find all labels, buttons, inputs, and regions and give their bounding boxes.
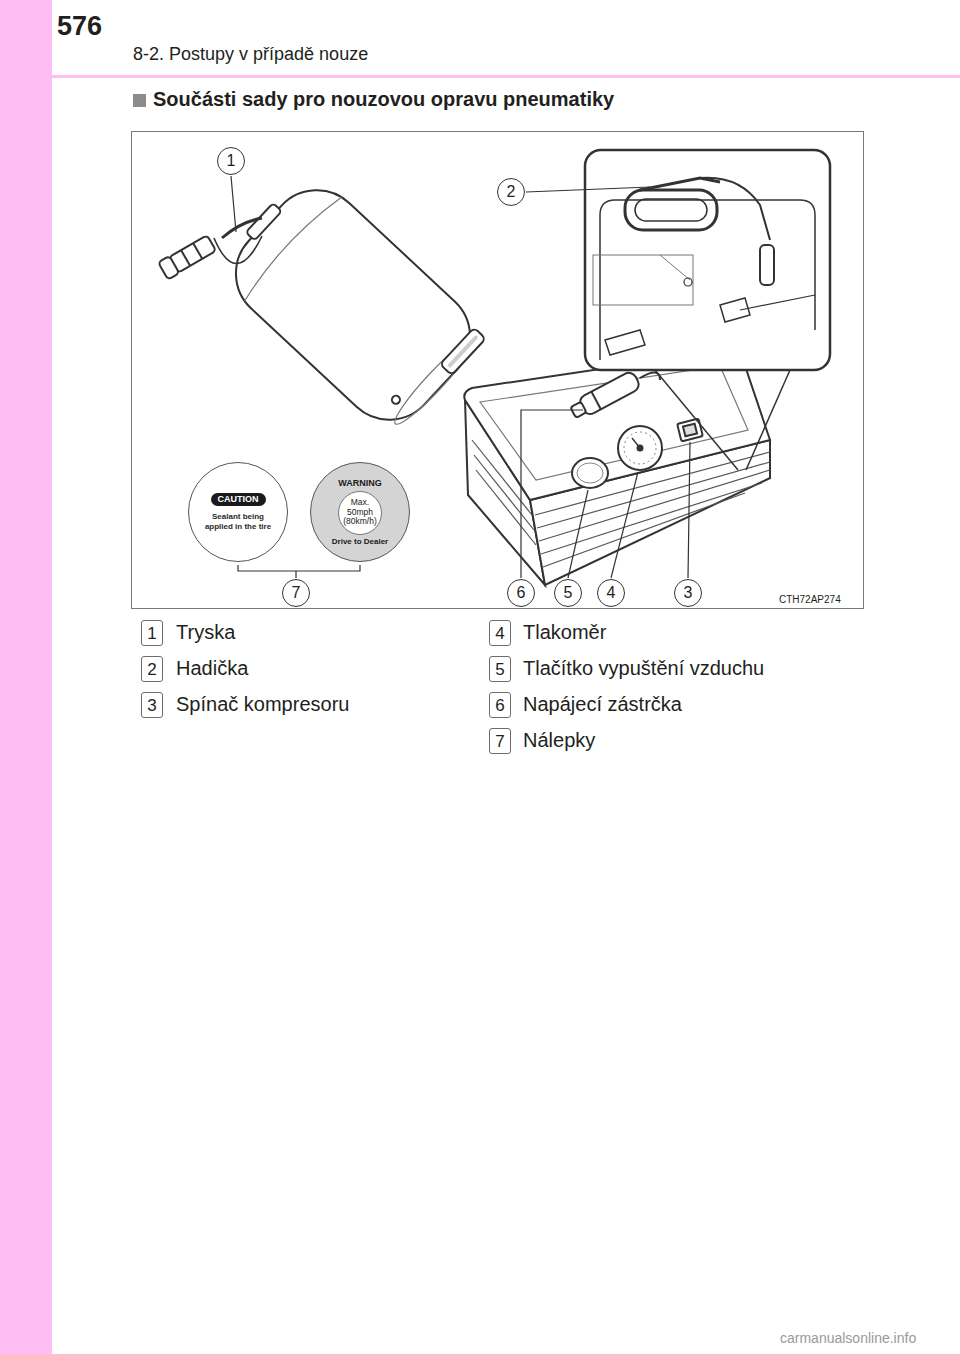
list-number-text: 7 — [495, 733, 504, 750]
warning-sticker-text: Max. 50mph (80km/h) — [338, 491, 382, 535]
callout-number: 3 — [674, 579, 702, 607]
page-number: 576 — [57, 11, 102, 42]
part-name: Spínač kompresoru — [176, 693, 349, 716]
side-bar — [0, 0, 52, 1354]
callout-number-text: 3 — [684, 585, 693, 601]
callout-number-text: 7 — [292, 585, 301, 601]
detail-inset — [585, 150, 830, 470]
callout-number-text: 2 — [507, 184, 516, 200]
list-number-text: 1 — [147, 625, 156, 642]
part-name: Tlačítko vypuštění vzduchu — [523, 657, 764, 680]
list-number-text: 2 — [147, 661, 156, 678]
chapter-header: 8-2. Postupy v případě nouze — [133, 44, 368, 65]
list-number: 5 — [489, 656, 511, 682]
list-number-text: 6 — [495, 697, 504, 714]
list-number: 2 — [141, 656, 163, 682]
callout-number: 4 — [597, 579, 625, 607]
callout-number-text: 4 — [607, 585, 616, 601]
part-name: Hadička — [176, 657, 248, 680]
callout-number-text: 1 — [227, 153, 236, 169]
compressor — [464, 350, 770, 585]
warning-sticker-text: WARNING — [338, 479, 382, 488]
callout-number: 6 — [507, 579, 535, 607]
callout-number: 1 — [217, 147, 245, 175]
part-name: Nálepky — [523, 729, 595, 752]
watermark: carmanualsonline.info — [780, 1330, 916, 1346]
list-number-text: 5 — [495, 661, 504, 678]
figure-frame — [132, 132, 864, 609]
section-bullet — [133, 94, 146, 107]
list-number: 4 — [489, 620, 511, 646]
caution-sticker-text: Sealant being applied in the tire — [203, 512, 273, 531]
warning-sticker-text: Drive to Dealer — [332, 538, 388, 546]
figure-code: CTH72AP274 — [779, 594, 841, 606]
warning-sticker: WARNING Max. 50mph (80km/h) Drive to Deale… — [310, 462, 410, 562]
list-number: 6 — [489, 692, 511, 718]
list-number: 7 — [489, 728, 511, 754]
part-name: Tlakoměr — [523, 621, 606, 644]
list-number: 1 — [141, 620, 163, 646]
sealant-bottle — [158, 165, 491, 440]
callout-number: 7 — [282, 579, 310, 607]
callout-number: 5 — [554, 579, 582, 607]
callout-number-text: 5 — [564, 585, 573, 601]
leader-lines — [231, 176, 690, 578]
caution-sticker-text: CAUTION — [211, 493, 266, 506]
callout-number: 2 — [497, 178, 525, 206]
header-rule — [0, 75, 960, 78]
callout-number-text: 6 — [517, 585, 526, 601]
section-title: Součásti sady pro nouzovou opravu pneuma… — [153, 88, 614, 111]
list-number-text: 4 — [495, 625, 504, 642]
part-name: Tryska — [176, 621, 235, 644]
caution-sticker: CAUTION Sealant being applied in the tire — [188, 462, 288, 562]
list-number-text: 3 — [147, 697, 156, 714]
part-name: Napájecí zástrčka — [523, 693, 682, 716]
list-number: 3 — [141, 692, 163, 718]
